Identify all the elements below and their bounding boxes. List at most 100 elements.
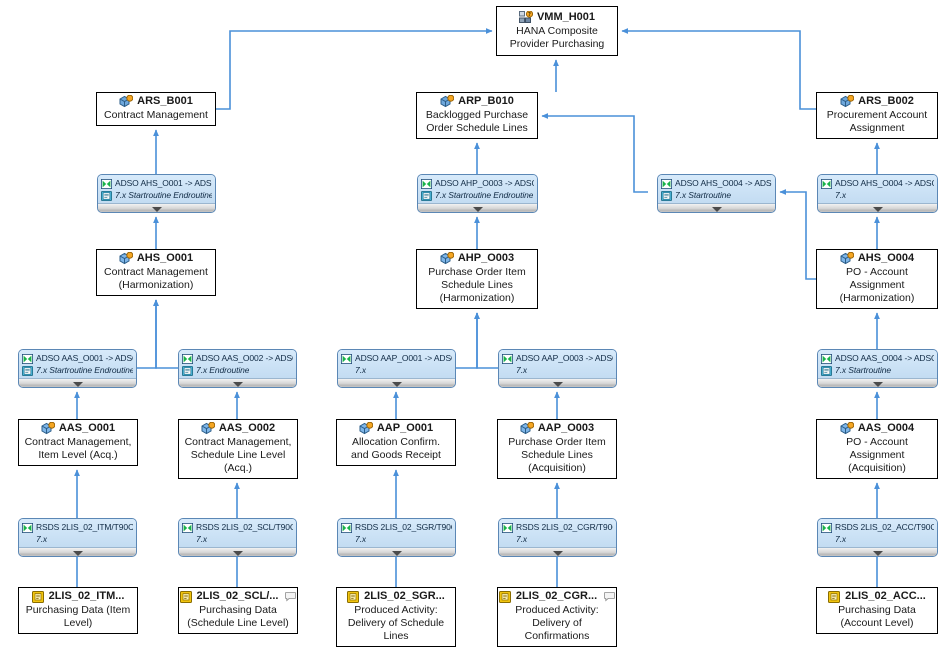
transformation-expand-handle[interactable]: [179, 547, 296, 556]
routine-icon: [101, 190, 112, 201]
chevron-down-icon: [232, 382, 243, 387]
node-description-line: Assignment: [849, 449, 905, 461]
adso-icon: [520, 422, 534, 435]
transformation-line-2: 7.x Startroutine: [821, 365, 934, 376]
transformation-version-label: 7.x: [36, 534, 48, 544]
transformation-version-label: 7.x: [355, 365, 367, 375]
transformation-version-label: 7.x Startroutine Endroutine: [36, 365, 133, 375]
transformation-expand-handle[interactable]: [818, 378, 937, 387]
transformation-expand-handle[interactable]: [338, 378, 455, 387]
node-ds_cgr[interactable]: 2LIS_02_CGR...Produced Activity:Delivery…: [497, 587, 617, 647]
node-title: ARS_B002: [840, 95, 914, 108]
transformation-icon: [661, 178, 672, 189]
node-name-label: 2LIS_02_CGR...: [515, 590, 598, 602]
node-ds_acc[interactable]: 2LIS_02_ACC...Purchasing Data(Account Le…: [816, 587, 938, 634]
transformation-version-label: 7.x Startroutine: [675, 190, 732, 200]
datasource-icon: [498, 590, 512, 603]
transformation-body: RSDS 2LIS_02_SGR/T90CLNTO...7.x: [338, 519, 455, 547]
transformation-expand-handle[interactable]: [418, 203, 537, 212]
transformation-expand-handle[interactable]: [658, 203, 775, 212]
transformation-route-label: ADSO AHP_O003 -> ADSO AR...: [435, 178, 534, 188]
transformation-x_ahs004_ar_right[interactable]: ADSO AHS_O004 -> ADSO AR... 7.x: [817, 174, 938, 213]
transformation-line-1: ADSO AAP_O003 -> ADSO AH...: [502, 353, 613, 364]
node-title: AAP_O003: [520, 422, 594, 435]
node-description: Contract Management,Item Level (Acq.): [25, 436, 132, 462]
transformation-expand-handle[interactable]: [179, 378, 296, 387]
chevron-down-icon: [72, 382, 83, 387]
transformation-line-2: 7.x: [821, 190, 934, 201]
transformation-icon: [182, 522, 193, 533]
node-ds_scl[interactable]: 2LIS_02_SCL/...Purchasing Data(Schedule …: [178, 587, 298, 634]
transformation-x_aap003_ah[interactable]: ADSO AAP_O003 -> ADSO AH...7.x: [498, 349, 617, 388]
transformation-line-1: ADSO AHP_O003 -> ADSO AR...: [421, 178, 534, 189]
transformation-expand-handle[interactable]: [499, 547, 616, 556]
transformation-expand-handle[interactable]: [338, 547, 455, 556]
node-name-label: AAP_O001: [376, 422, 434, 434]
transformation-x_rsds_acc[interactable]: RSDS 2LIS_02_ACC/T90CLNTO...7.x: [817, 518, 938, 557]
node-ds_sgr[interactable]: 2LIS_02_SGR...Produced Activity:Delivery…: [336, 587, 456, 647]
node-description-line: Assignment: [849, 279, 905, 291]
transformation-route-label: RSDS 2LIS_02_ITM/T90CLNTO...: [36, 522, 133, 532]
transformation-body: ADSO AAP_O001 -> ADSO AH...7.x: [338, 350, 455, 378]
transformation-line-1: RSDS 2LIS_02_SGR/T90CLNTO...: [341, 522, 452, 533]
node-description-line: Delivery of: [532, 617, 582, 629]
transformation-line-2: 7.x: [341, 534, 452, 545]
transformation-line-2: 7.x: [22, 534, 133, 545]
transformation-x_aas002_ah[interactable]: ADSO AAS_O002 -> ADSO AH...7.x Endroutin…: [178, 349, 297, 388]
transformation-body: ADSO AAP_O003 -> ADSO AH...7.x: [499, 350, 616, 378]
transformation-version-label: 7.x: [196, 534, 208, 544]
transformation-x_aas001_ah[interactable]: ADSO AAS_O001 -> ADSO AH...7.x Startrout…: [18, 349, 137, 388]
transformation-expand-handle[interactable]: [98, 203, 215, 212]
transformation-expand-handle[interactable]: [818, 203, 937, 212]
transformation-route-label: ADSO AAS_O004 -> ADSO AH...: [835, 353, 934, 363]
adso-icon: [201, 422, 215, 435]
node-name-label: AHP_O003: [457, 252, 515, 264]
node-description-line: Schedule Lines: [521, 449, 593, 461]
wire-x_aap001-ahp_o003: [456, 312, 480, 369]
transformation-version-label: 7.x Startroutine: [835, 365, 892, 375]
chevron-down-icon: [552, 551, 563, 556]
transformation-version-label: 7.x: [516, 365, 528, 375]
transformation-version-label: 7.x: [835, 534, 847, 544]
node-description-line: (Harmonization): [439, 292, 515, 304]
transformation-route-label: ADSO AHS_O004 -> ADSO AR...: [835, 178, 934, 188]
node-title: AAS_O002: [201, 422, 275, 435]
chevron-down-icon: [232, 551, 243, 556]
transformation-expand-handle[interactable]: [818, 547, 937, 556]
adso-icon: [840, 422, 854, 435]
transformation-x_rsds_scl[interactable]: RSDS 2LIS_02_SCL/T90CLNTO...7.x: [178, 518, 297, 557]
node-title: AHS_O001: [119, 252, 193, 265]
transformation-expand-handle[interactable]: [19, 547, 136, 556]
transformation-x_aap001_ah[interactable]: ADSO AAP_O001 -> ADSO AH...7.x: [337, 349, 456, 388]
transformation-x_aas004_ah[interactable]: ADSO AAS_O004 -> ADSO AH... 7.x Startrout…: [817, 349, 938, 388]
transformation-x_rsds_itm[interactable]: RSDS 2LIS_02_ITM/T90CLNTO... 7.x: [18, 518, 137, 557]
node-description-line: Contract Management,: [184, 436, 292, 448]
transformation-x_ahp003_ar[interactable]: ADSO AHP_O003 -> ADSO AR...7.x Startrout…: [417, 174, 538, 213]
node-title: AHP_O003: [440, 252, 514, 265]
transformation-expand-handle[interactable]: [19, 378, 136, 387]
transformation-x_ahs004_ar_left[interactable]: ADSO AHS_O004 -> ADSO AR...7.x Startrout…: [657, 174, 776, 213]
comment-bubble-icon: [285, 591, 297, 602]
transformation-x_ahs001_ar[interactable]: ADSO AHS_O001 -> ADSO AR...7.x Startrout…: [97, 174, 216, 213]
transformation-x_rsds_sgr[interactable]: RSDS 2LIS_02_SGR/T90CLNTO...7.x: [337, 518, 456, 557]
transformation-expand-handle[interactable]: [499, 378, 616, 387]
adso-icon: [41, 422, 55, 435]
routine-icon: [22, 365, 33, 376]
transformation-x_rsds_cgr[interactable]: RSDS 2LIS_02_CGR/T90CLNTO...7.x: [498, 518, 617, 557]
node-description-line: (Acquisition): [528, 462, 586, 474]
